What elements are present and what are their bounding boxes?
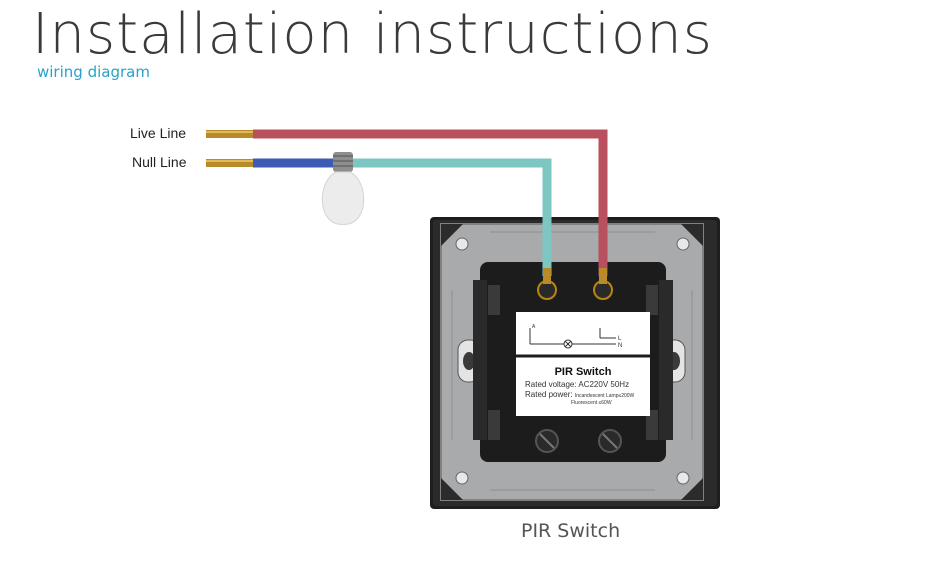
screw-hole-icon (676, 237, 690, 251)
screw-hole-icon (455, 237, 469, 251)
page-title: Installation instructions (32, 2, 713, 67)
terminal-n-label: N (618, 343, 622, 349)
specification-label: A L N PIR Switch Rated voltage: AC220V 5… (516, 312, 650, 416)
live-line-label: Live Line (130, 125, 187, 141)
load-wire (352, 158, 552, 276)
rated-power: Rated power: Incandescent Lamp≤200W (525, 390, 634, 399)
null-line-label: Null Line (132, 154, 187, 170)
rated-power-fluorescent: Fluorescent ≤60W (571, 400, 612, 406)
screw-hole-icon (676, 471, 690, 485)
device-caption: PIR Switch (521, 520, 621, 542)
terminal-l-label: L (618, 336, 622, 342)
rated-voltage: Rated voltage: AC220V 50Hz (525, 380, 630, 389)
screw-hole-icon (455, 471, 469, 485)
live-wire (253, 129, 608, 276)
page-subtitle: wiring diagram (37, 63, 150, 81)
label-title: PIR Switch (554, 366, 612, 378)
terminal-a-label: A (532, 324, 536, 330)
light-bulb-icon (321, 152, 365, 225)
rated-power-incandescent: Incandescent Lamp≤200W (574, 393, 635, 399)
circuit-schematic: A L N (516, 324, 650, 358)
rated-power-label: Rated power: (525, 390, 573, 399)
